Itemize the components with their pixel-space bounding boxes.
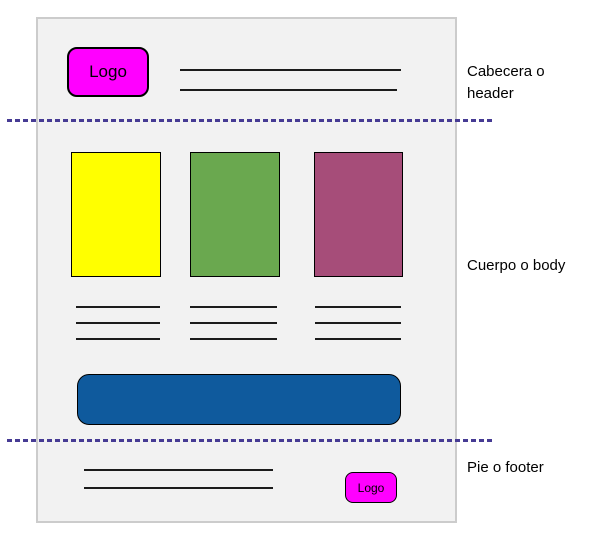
banner-bar <box>77 374 401 425</box>
body-text-line <box>76 338 160 340</box>
divider-body-footer <box>7 439 494 442</box>
body-text-line <box>315 322 401 324</box>
body-text-line <box>76 306 160 308</box>
body-text-line <box>315 306 401 308</box>
divider-header-body <box>7 119 494 122</box>
content-box-yellow <box>71 152 161 277</box>
page-mockup-panel: Logo Logo <box>36 17 457 523</box>
label-header: Cabecera o header <box>467 63 545 102</box>
header-text-line <box>180 89 397 91</box>
header-text-line <box>180 69 401 71</box>
footer-text-line <box>84 487 273 489</box>
content-box-purple <box>314 152 403 277</box>
body-text-line <box>190 338 277 340</box>
body-text-line <box>76 322 160 324</box>
content-box-green <box>190 152 280 277</box>
body-text-line <box>315 338 401 340</box>
footer-text-line <box>84 469 273 471</box>
body-text-line <box>190 306 277 308</box>
body-text-line <box>190 322 277 324</box>
label-footer: Pie o footer <box>467 459 544 476</box>
footer-logo-box: Logo <box>345 472 397 503</box>
header-logo-box: Logo <box>67 47 149 97</box>
label-body: Cuerpo o body <box>467 257 566 274</box>
